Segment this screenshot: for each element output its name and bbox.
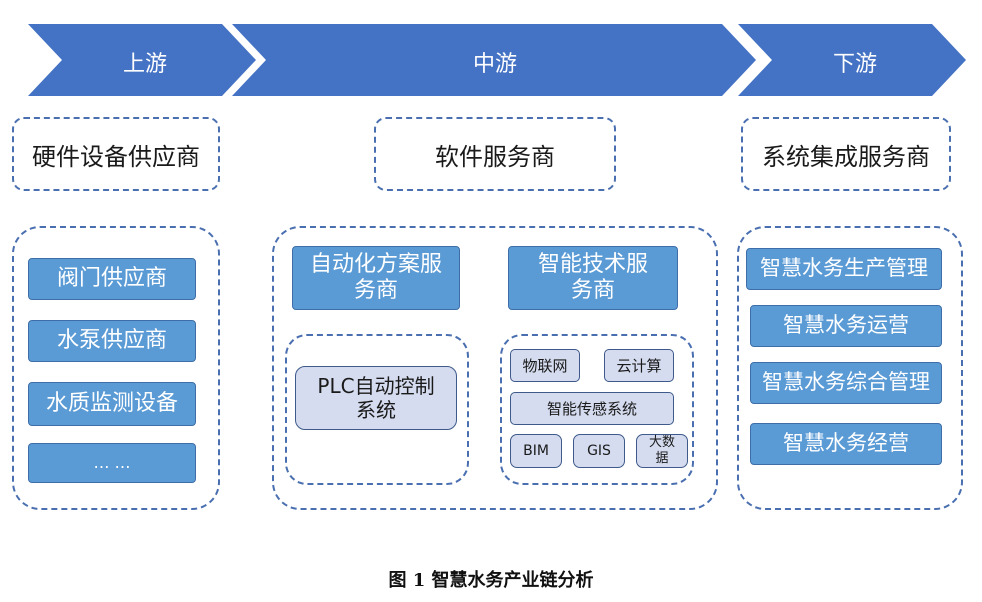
upstream-item: 阀门供应商 [28, 258, 196, 300]
downstream-item: 智慧水务运营 [750, 305, 942, 347]
upstream-header-text: 硬件设备供应商 [32, 142, 200, 171]
plc-system-box: PLC自动控制系统 [295, 366, 457, 430]
cloud-box: 云计算 [604, 349, 674, 382]
upstream-item-ellipsis: … … [28, 443, 196, 483]
upstream-item: 水质监测设备 [28, 382, 196, 426]
stage-arrows [28, 24, 966, 96]
midstream-chevron [232, 24, 756, 96]
automation-service-box: 自动化方案服务商 [292, 246, 460, 310]
midstream-header-box: 软件服务商 [374, 117, 616, 191]
upstream-header-box: 硬件设备供应商 [12, 117, 220, 191]
gis-box: GIS [573, 434, 625, 468]
upstream-item: 水泵供应商 [28, 320, 196, 362]
downstream-label: 下游 [832, 52, 877, 77]
sensing-system-box: 智能传感系统 [510, 392, 674, 425]
midstream-header-text: 软件服务商 [435, 142, 555, 171]
downstream-item: 智慧水务生产管理 [746, 248, 942, 290]
upstream-chevron [28, 24, 256, 96]
downstream-header-text: 系统集成服务商 [762, 142, 930, 171]
downstream-item: 智慧水务经营 [750, 423, 942, 465]
downstream-chevron [738, 24, 966, 96]
midstream-label: 中游 [472, 52, 517, 77]
upstream-label: 上游 [122, 52, 167, 77]
figure-caption: 图 1 智慧水务产业链分析 [388, 570, 594, 591]
downstream-header-box: 系统集成服务商 [741, 117, 951, 191]
bim-box: BIM [510, 434, 562, 468]
big-data-box: 大数据 [636, 434, 688, 468]
smart-tech-service-box: 智能技术服务商 [508, 246, 678, 310]
downstream-item: 智慧水务综合管理 [750, 362, 942, 404]
iot-box: 物联网 [510, 349, 580, 382]
